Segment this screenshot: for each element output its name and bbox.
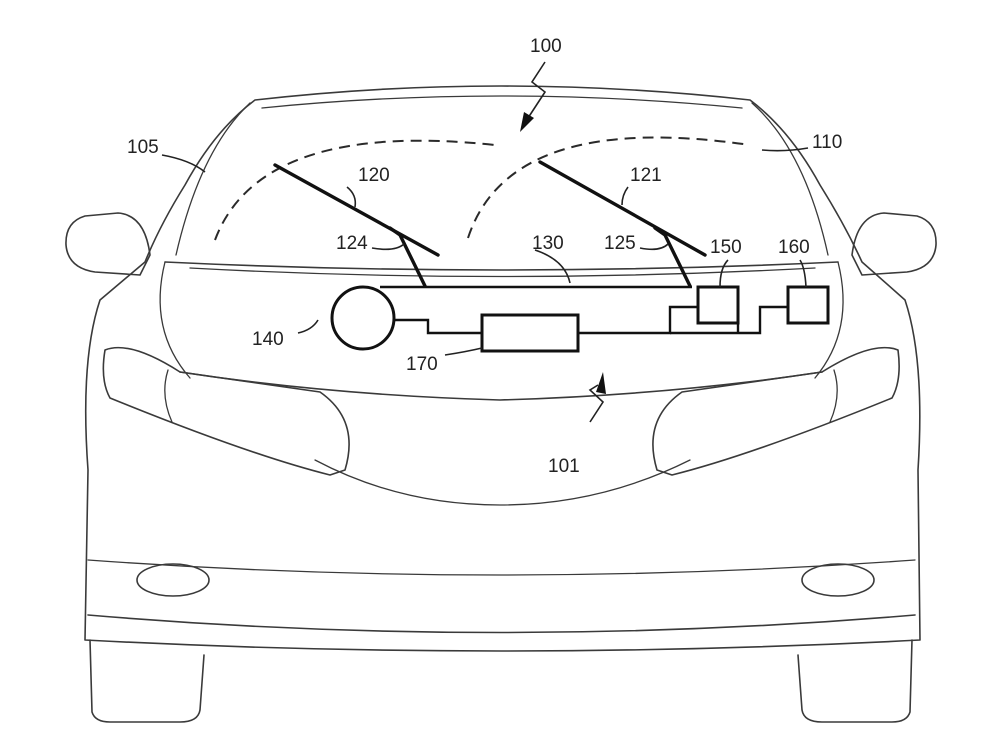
label-124: 124 <box>336 233 368 254</box>
right-fog-lamp <box>801 563 875 597</box>
controller-component <box>480 313 580 353</box>
label-150: 150 <box>710 237 742 258</box>
label-160: 160 <box>778 237 810 258</box>
left-mirror <box>65 212 151 276</box>
label-121: 121 <box>630 165 662 186</box>
right-mirror <box>851 212 937 276</box>
left-fog-lamp <box>136 563 210 597</box>
reference-leaders <box>161 61 809 423</box>
wipers <box>273 160 707 288</box>
car-body <box>84 85 921 723</box>
wiper-sweep-arcs <box>214 136 751 241</box>
label-125: 125 <box>604 233 636 254</box>
fog-lamps <box>136 563 875 597</box>
left-headlight <box>102 346 350 476</box>
label-120: 120 <box>358 165 390 186</box>
right-wiper-arm <box>653 226 692 288</box>
headlights <box>102 346 900 476</box>
label-140: 140 <box>252 329 284 350</box>
motor-component <box>330 285 396 351</box>
label-100: 100 <box>530 36 562 57</box>
module-150-component <box>696 285 740 325</box>
label-105: 105 <box>127 137 159 158</box>
right-headlight <box>652 346 900 476</box>
left-wiper-blade <box>273 163 440 257</box>
label-170: 170 <box>406 354 438 375</box>
left-wiper-arm <box>388 226 427 288</box>
side-mirrors <box>65 212 937 276</box>
wiring-harness <box>380 285 788 335</box>
right-wiper-blade <box>538 160 707 257</box>
reference-labels: 100 101 105 110 120 121 124 125 130 140 … <box>127 36 842 477</box>
module-160-component <box>786 285 830 325</box>
label-101: 101 <box>548 456 580 477</box>
label-110: 110 <box>812 132 842 153</box>
label-130: 130 <box>532 233 564 254</box>
